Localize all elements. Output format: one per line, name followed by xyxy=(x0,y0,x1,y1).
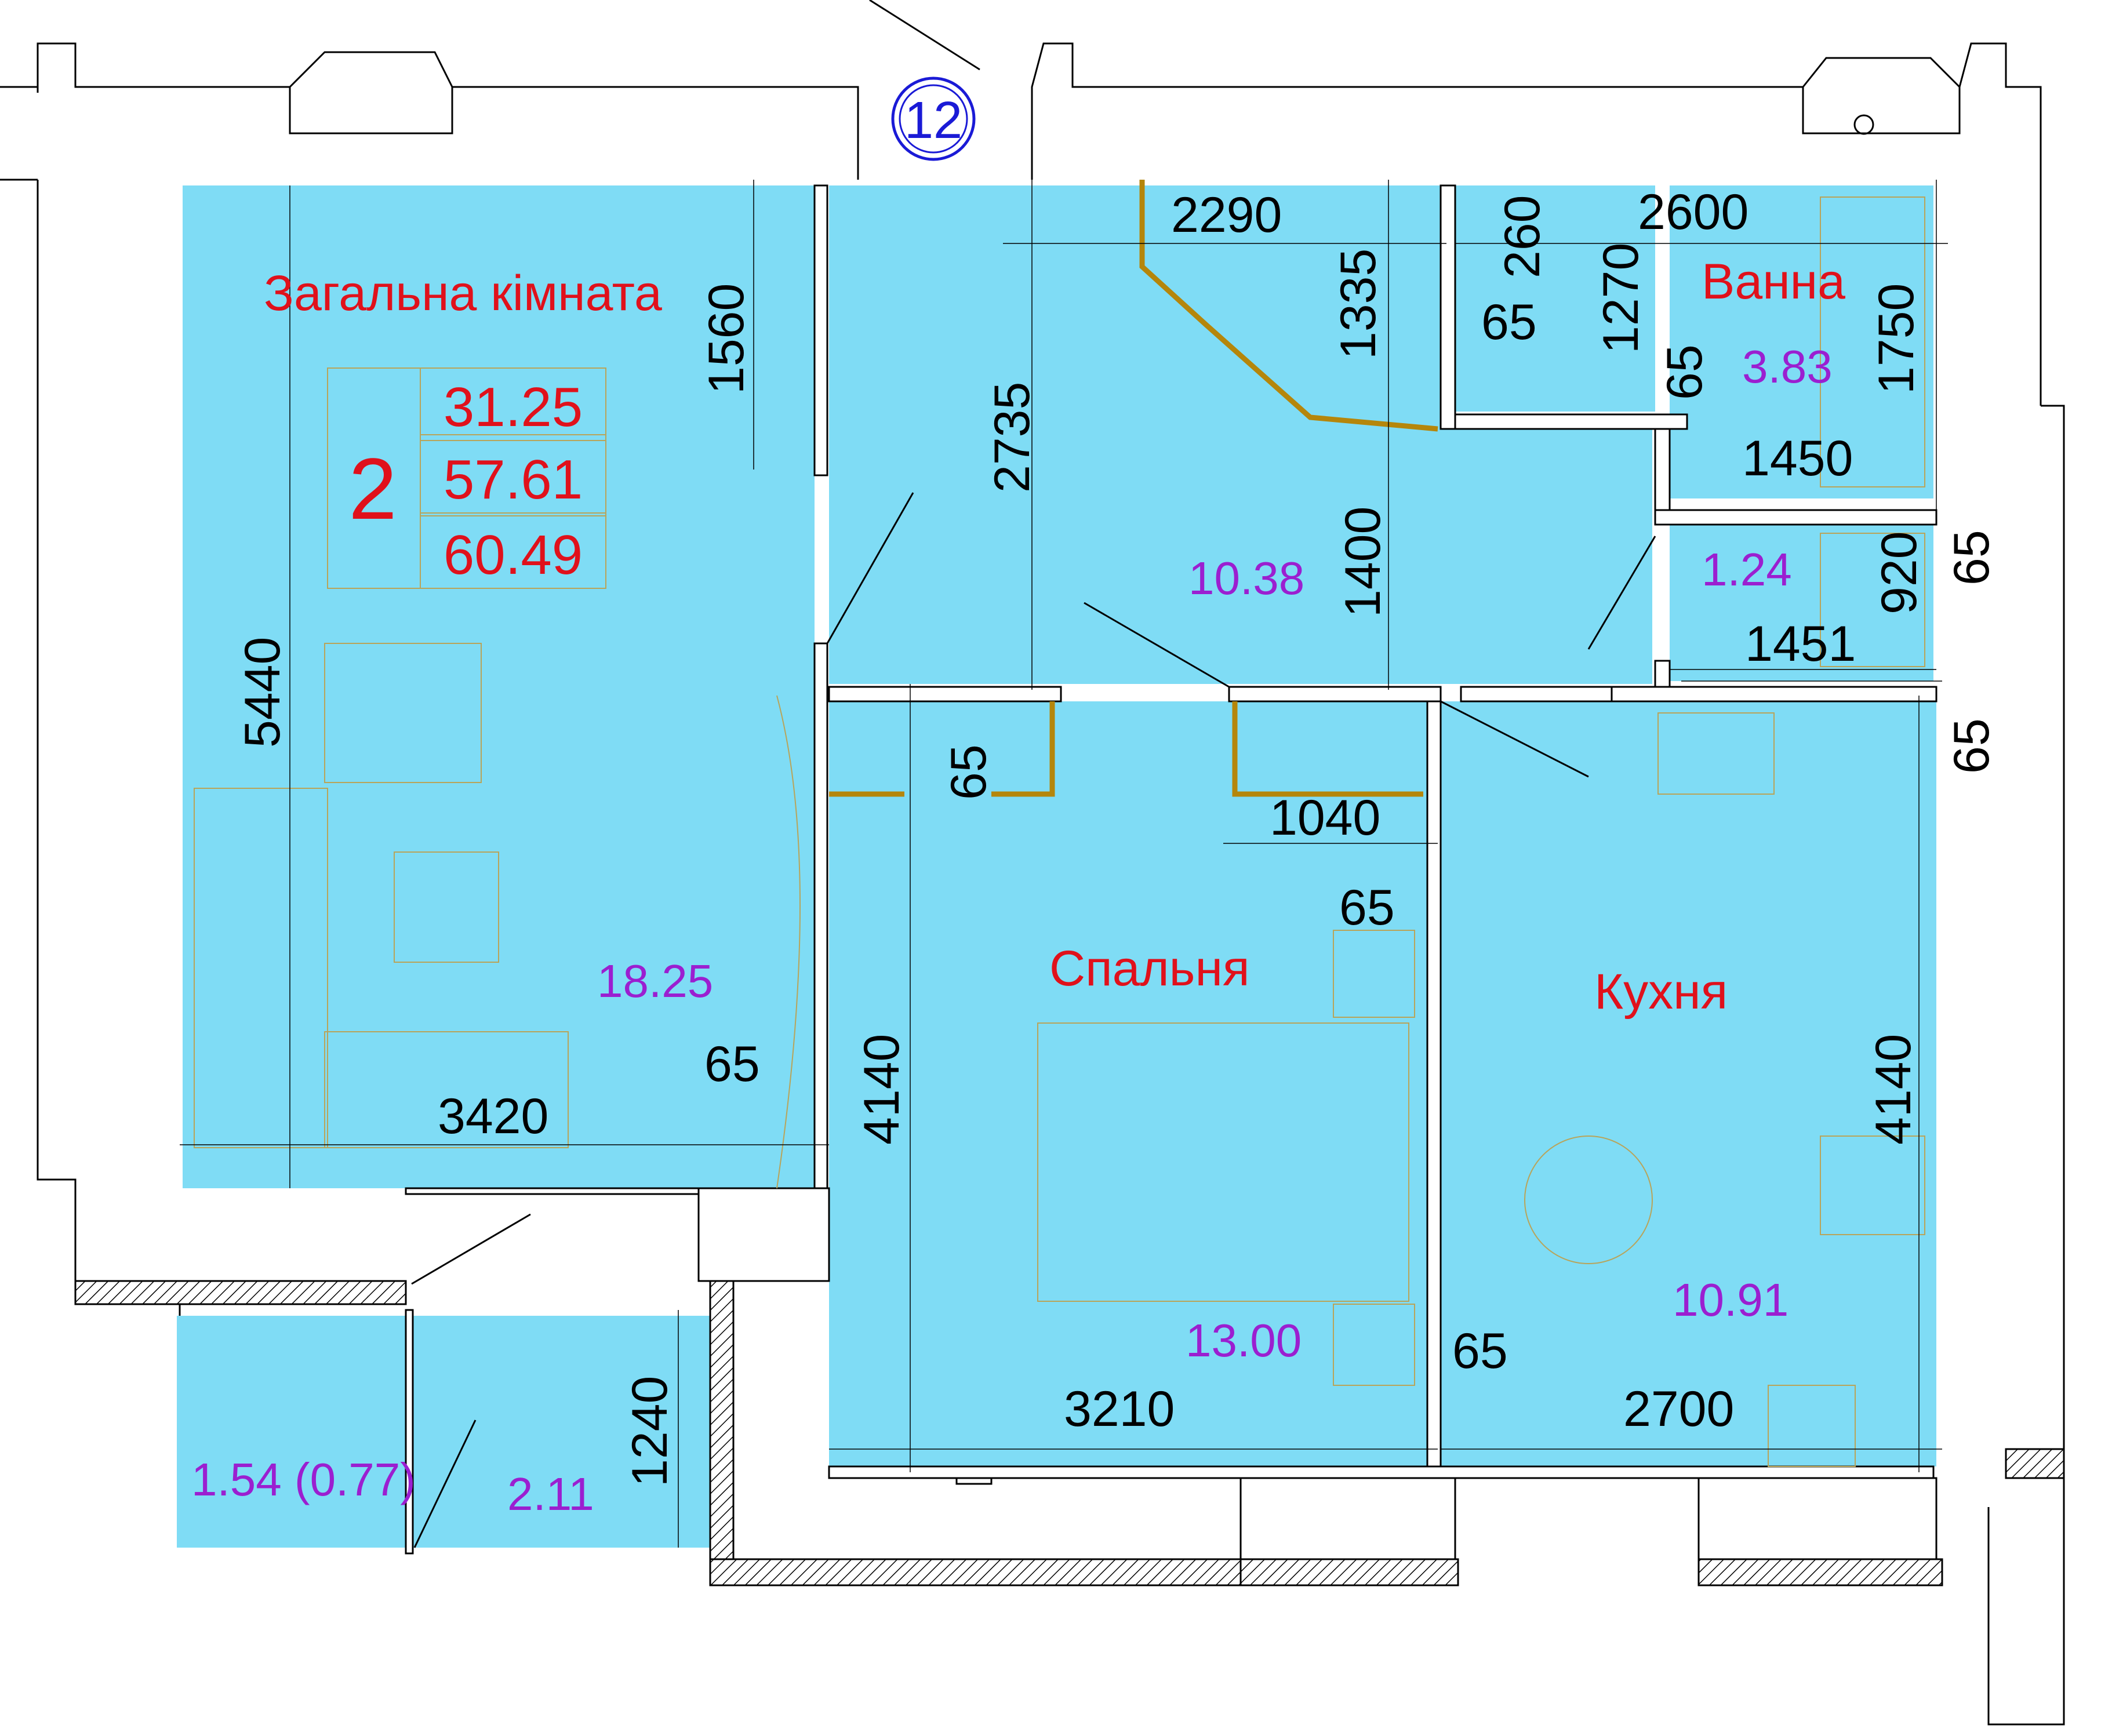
dim-1270: 1270 xyxy=(1593,243,1649,354)
dim-1560: 1560 xyxy=(699,283,754,394)
dim-3420: 3420 xyxy=(438,1089,548,1144)
room-shapes xyxy=(177,185,1936,1548)
balcony-left-shape xyxy=(177,1316,406,1548)
bedroom-shape xyxy=(829,701,1429,1466)
apartment-number: 12 xyxy=(904,92,962,150)
dim-65-kit: 65 xyxy=(1452,1323,1508,1379)
bath-name: Ванна xyxy=(1702,254,1845,310)
kitchen-name: Кухня xyxy=(1594,964,1728,1020)
hall-area: 10.38 xyxy=(1188,552,1304,604)
dim-260: 260 xyxy=(1495,195,1550,279)
living-area-total: 31.25 xyxy=(444,376,583,438)
dim-2700: 2700 xyxy=(1623,1381,1734,1437)
kitchen-shape xyxy=(1441,701,1936,1466)
dim-2735: 2735 xyxy=(984,382,1040,493)
dimension-labels: 2290 2600 65 1450 1451 1040 65 65 3420 6… xyxy=(235,184,2000,1487)
door-swings xyxy=(411,0,1656,1548)
living-room-shape xyxy=(183,185,815,1188)
dim-2290: 2290 xyxy=(1171,187,1282,243)
wc-area: 1.24 xyxy=(1702,544,1792,595)
dim-4140-bed: 4140 xyxy=(854,1034,910,1145)
dim-1451: 1451 xyxy=(1745,616,1856,672)
living-room-name: Загальна кімната xyxy=(264,265,662,321)
hall-shape xyxy=(829,185,1441,684)
storage-shape xyxy=(1455,185,1655,412)
dim-2600: 2600 xyxy=(1638,184,1749,240)
bedroom-area: 13.00 xyxy=(1186,1315,1302,1366)
bath-area: 3.83 xyxy=(1742,341,1833,392)
living-area: 18.25 xyxy=(597,955,713,1007)
wardrobes xyxy=(829,180,1438,797)
hatched-walls xyxy=(74,1280,2065,1586)
rooms-count: 2 xyxy=(348,440,397,537)
balcony-right-area: 2.11 xyxy=(507,1468,594,1520)
kitchen-area: 10.91 xyxy=(1673,1274,1789,1326)
dim-1450: 1450 xyxy=(1742,431,1853,486)
dim-4140-kit: 4140 xyxy=(1866,1034,1921,1145)
room-names: Загальна кімната Спальня Кухня Ванна xyxy=(264,254,1845,1020)
interior-walls xyxy=(405,184,1937,1572)
dim-1750: 1750 xyxy=(1869,283,1924,394)
dim-5440: 5440 xyxy=(235,637,290,748)
dim-65-living: 65 xyxy=(704,1036,760,1092)
bath-shape xyxy=(1670,185,1933,498)
dim-65-right1: 65 xyxy=(1944,530,2000,585)
dim-1400: 1400 xyxy=(1335,507,1391,617)
hall-ext-shape xyxy=(1441,429,1652,684)
dim-65-right2: 65 xyxy=(1944,718,2000,774)
dim-1240: 1240 xyxy=(622,1376,678,1487)
dim-920: 920 xyxy=(1871,532,1927,615)
summary-box: 2 31.25 57.61 60.49 xyxy=(327,367,606,589)
wc-shape xyxy=(1670,525,1933,681)
dim-65-wardrobe: 65 xyxy=(941,744,997,800)
bedroom-name: Спальня xyxy=(1049,941,1250,996)
dim-3210: 3210 xyxy=(1064,1381,1175,1437)
total-area: 57.61 xyxy=(444,449,583,511)
room-areas: 18.25 10.38 3.83 1.24 13.00 10.91 1.54 (… xyxy=(191,341,1833,1520)
dim-1335: 1335 xyxy=(1331,249,1386,359)
dim-65-top: 65 xyxy=(1481,294,1537,350)
balcony-left-area: 1.54 (0.77) xyxy=(191,1454,416,1505)
reduced-area: 60.49 xyxy=(444,524,583,586)
dim-65-bed: 65 xyxy=(1339,880,1395,936)
dim-65-bath: 65 xyxy=(1657,344,1713,400)
dimension-lines xyxy=(180,180,1948,1548)
apartment-number-badge: 12 xyxy=(891,77,976,161)
dim-1040: 1040 xyxy=(1270,790,1380,846)
balcony-right-shape xyxy=(412,1316,710,1548)
